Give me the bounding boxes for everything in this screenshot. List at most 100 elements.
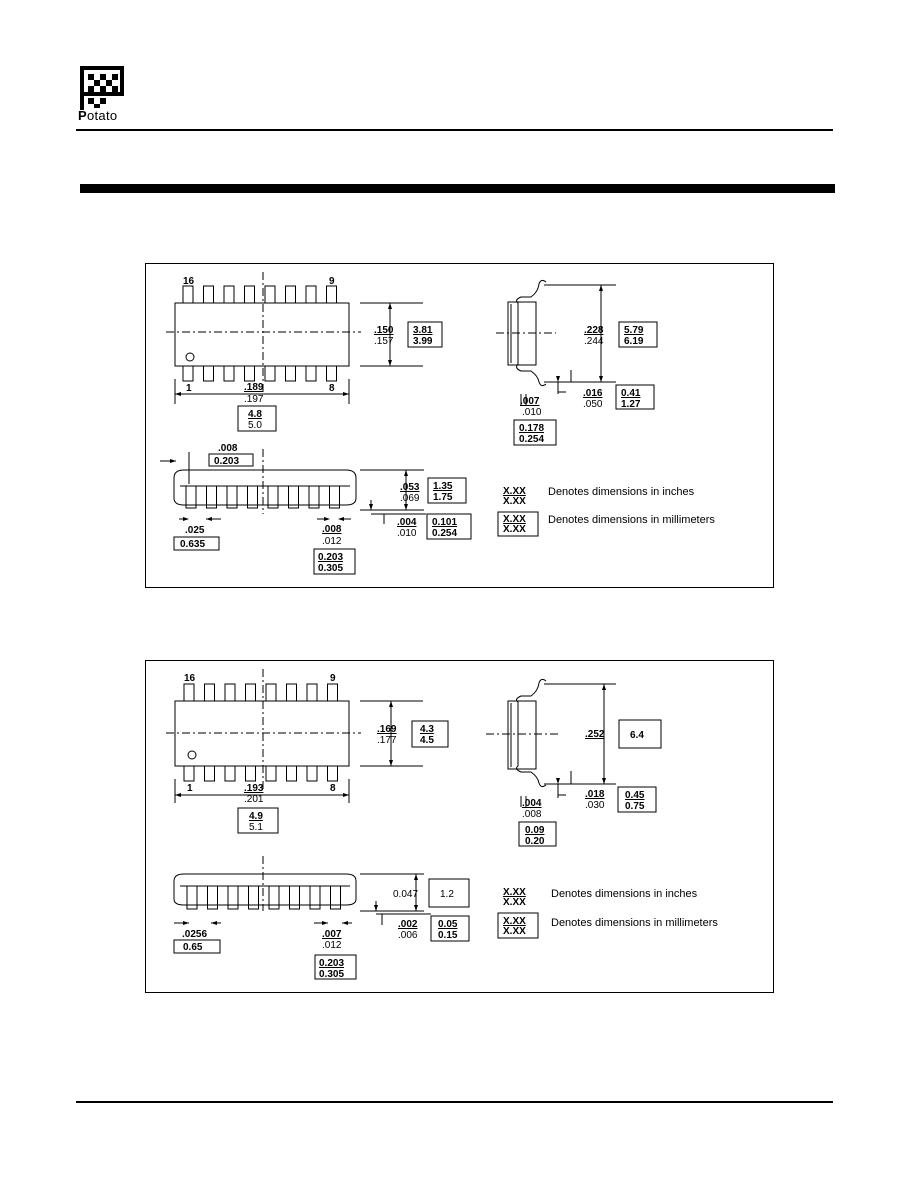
legend-mm-sample-p2b: X.XX [503,926,526,937]
standoff-mm-min-2: 0.15 [438,930,458,941]
pin [185,485,197,509]
lead-in-min: .050 [583,399,603,410]
thick-in-max-2: .004 [522,798,542,809]
pin [268,885,280,910]
pin [244,285,255,304]
end-mm: 0.203 [214,456,239,467]
pitch-mm: 0.635 [180,539,205,550]
height-in-2: 0.047 [393,889,418,900]
span-mm-min: 6.19 [624,336,644,347]
end-view-2 [486,678,616,807]
pin-8-label-2: 8 [330,783,336,794]
standoff-in-min: .010 [397,528,417,539]
width-mm-min: 3.99 [413,336,433,347]
width-in-min: .157 [374,336,394,347]
pin [308,485,320,509]
legend-1: X.XX X.XX Denotes dimensions in inches X… [497,486,715,537]
header-rule [76,129,833,131]
pin [227,885,239,910]
length-mm-min-2: 5.1 [249,822,263,833]
leadw-mm-min-2: 0.305 [319,969,344,980]
length-mm-min: 5.0 [248,420,262,431]
pin [226,485,238,509]
width-mm-max: 3.81 [413,325,433,336]
pin-16-label: 16 [183,276,195,287]
pin [223,365,235,382]
pin [329,485,340,509]
pin [326,285,337,304]
pin [265,683,277,702]
pin [326,365,337,382]
standoff-mm-min: 0.254 [432,528,457,539]
thick-mm-min-2: 0.20 [525,836,545,847]
span-mm-2: 6.4 [630,730,644,741]
height-mm-max: 1.35 [433,481,453,492]
pin-1-label: 1 [186,383,192,394]
pin [305,285,317,304]
legend-inch-sample-p2b: X.XX [503,897,526,908]
pin [285,365,296,382]
end-view-1 [496,279,616,406]
span-in-max: .228 [584,325,604,336]
pin [327,683,338,702]
pin [186,885,198,910]
width-mm-min-2: 4.5 [420,735,434,746]
side-view-2 [173,856,431,925]
pin [306,683,318,702]
pin [203,285,214,304]
top-view-1 [166,272,423,404]
pin-9-label: 9 [329,276,335,287]
pin [245,765,256,782]
pin [224,683,236,702]
pin [285,285,296,304]
length-in-max-2: .193 [244,783,264,794]
top-view-2 [166,669,423,803]
lead-in-max-2: .018 [585,789,605,800]
pin [204,683,215,702]
pin-9-label-2: 9 [330,673,336,684]
legend-2: X.XX X.XX Denotes dimensions in inches X… [497,887,718,939]
width-mm-max-2: 4.3 [420,724,434,735]
leadw-in-min: .012 [322,536,342,547]
lead-mm-min: 1.27 [621,399,641,410]
legend-mm-sample: X.XX [503,514,526,525]
pin [203,365,214,382]
leadw-in-max-2: .007 [322,929,342,940]
title-bar [80,184,835,193]
length-in-max: .189 [244,382,264,393]
pitch-in: .025 [185,525,205,536]
pin [204,765,215,782]
pin [305,365,317,382]
pin [207,885,218,910]
pin [182,365,194,382]
width-in-max-2: .169 [377,724,397,735]
legend-inch-text-2: Denotes dimensions in inches [551,888,698,900]
pin [288,485,299,509]
thick-mm-max: 0.178 [519,423,544,434]
pin [264,285,276,304]
potato-logo [80,66,124,110]
span-in-min: .244 [584,336,604,347]
length-in-min: .197 [244,394,264,405]
pin [264,365,276,382]
pin [248,885,259,910]
lead-mm-max: 0.41 [621,388,641,399]
lead-in-min-2: .030 [585,800,605,811]
pin [224,765,236,782]
span-mm-max: 5.79 [624,325,644,336]
pin [267,485,279,509]
standoff-mm-max-2: 0.05 [438,919,458,930]
standoff-in-max-2: .002 [398,919,418,930]
lead-mm-min-2: 0.75 [625,801,645,812]
pin [206,485,217,509]
span-in-2: .252 [585,729,605,740]
footer-rule [76,1101,833,1103]
package-drawing-1: 16 9 1 8 .150 .157 3.81 3.99 .189 .197 4… [145,263,774,588]
width-in-max: .150 [374,325,394,336]
legend-inch-text: Denotes dimensions in inches [548,486,695,498]
lead-in-max: .016 [583,388,603,399]
pin [245,683,256,702]
leadw-mm-max: 0.203 [318,552,343,563]
legend-inch-sample-p2: X.XX [503,887,526,898]
pin [289,885,300,910]
